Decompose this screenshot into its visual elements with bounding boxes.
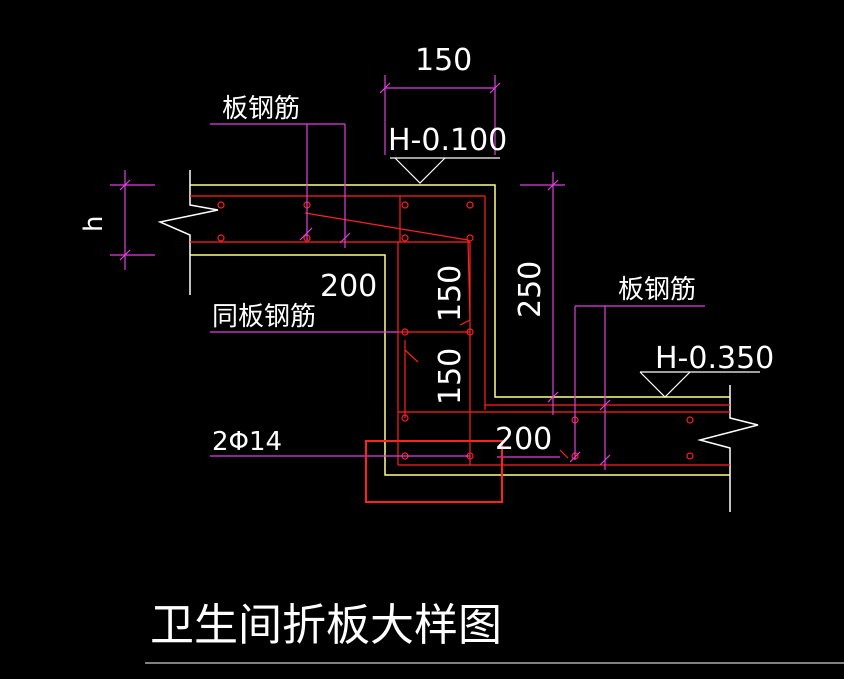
concrete-outline [190,184,730,476]
level-lower-label: H-0.350 [655,341,774,376]
dim-h-label: h [79,216,109,232]
rebar-lines [190,195,730,466]
dim-200-bottom: 200 [495,422,552,457]
dimension-lines [110,75,705,470]
dim-top-150: 150 [415,43,472,78]
drawing-title: 卫生间折板大样图 [150,600,502,651]
level-upper-label: H-0.100 [388,123,507,158]
rebar-same-as-slab-label: 同板钢筋 [212,302,316,332]
level-marker-lower [639,371,760,398]
dim-200-top: 200 [320,269,377,304]
rebar-left-top-label: 板钢筋 [222,94,300,124]
highlight-box [365,440,503,503]
dim-150-upper: 150 [433,265,468,322]
rebar-2phi14-label: 2Φ14 [212,427,282,457]
dim-250: 250 [513,261,548,318]
level-marker-upper [390,157,500,184]
dim-150-lower: 150 [433,348,468,405]
rebar-right-label: 板钢筋 [618,275,696,305]
